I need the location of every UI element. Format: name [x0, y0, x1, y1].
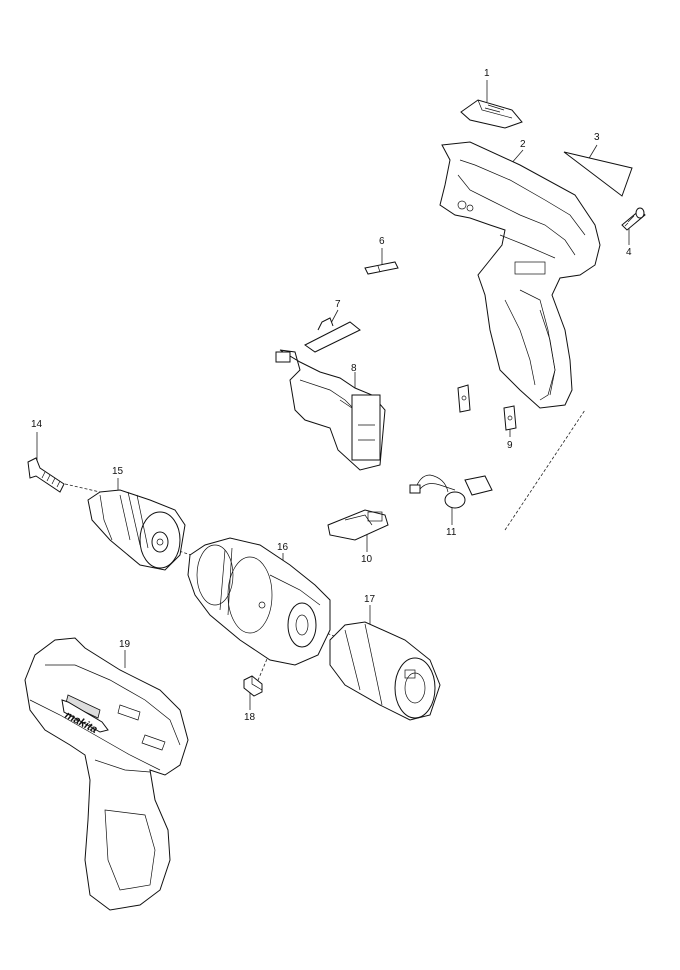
part-19-shape	[24, 637, 189, 911]
part-11-shape	[409, 474, 493, 509]
label-part-3: 3	[594, 132, 600, 143]
part-1-shape	[460, 99, 523, 129]
part-15-shape	[87, 489, 186, 571]
part-4-shape	[621, 207, 646, 231]
part-7-shape	[304, 317, 361, 353]
label-part-14: 14	[31, 419, 43, 430]
label-part-16: 16	[277, 542, 289, 553]
label-part-4: 4	[626, 247, 632, 258]
label-part-1: 1	[484, 68, 490, 79]
part-9-shape	[457, 384, 517, 431]
label-part-18: 18	[244, 712, 256, 723]
part-14-shape	[27, 457, 65, 493]
label-part-9: 9	[507, 440, 513, 451]
label-part-10: 10	[361, 554, 373, 565]
part-10-shape	[327, 509, 389, 541]
label-part-7: 7	[335, 299, 341, 310]
part-8-shape	[275, 349, 386, 471]
label-part-2: 2	[520, 139, 526, 150]
part-16-shape	[187, 537, 331, 666]
part-2-shape	[439, 141, 601, 409]
part-18-shape	[243, 675, 263, 697]
label-part-8: 8	[351, 363, 357, 374]
label-part-11: 11	[446, 527, 457, 538]
part-3-shape	[563, 151, 633, 197]
label-part-17: 17	[364, 594, 376, 605]
part-6-shape	[364, 261, 399, 275]
part-17-shape	[329, 621, 441, 721]
label-part-19: 19	[119, 639, 131, 650]
label-part-6: 6	[379, 236, 385, 247]
label-part-15: 15	[112, 466, 124, 477]
